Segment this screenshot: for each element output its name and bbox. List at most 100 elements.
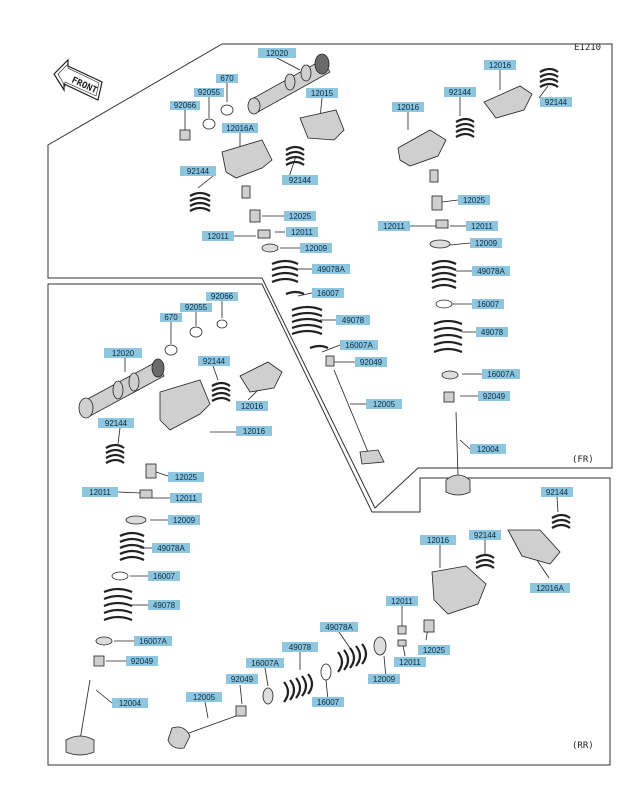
svg-text:16007: 16007 — [153, 572, 176, 581]
tag-12016-fr-b: 12016 — [484, 60, 516, 70]
rocker-arm-12016-left — [159, 361, 283, 431]
tag-92144-fr-b: 92144 — [540, 97, 572, 107]
tag-12020-top: 12020 — [258, 48, 296, 58]
spring-92144-fr-b — [539, 67, 559, 88]
tag-12011-top-a: 12011 — [202, 231, 234, 241]
svg-text:12016: 12016 — [241, 402, 264, 411]
tag-92144-rr-a: 92144 — [541, 487, 573, 497]
rocker-arm-12016A-top — [221, 139, 273, 199]
tag-12025-rr: 12025 — [418, 645, 450, 655]
tag-92066-left: 92066 — [206, 292, 238, 301]
tag-16007A-left: 16007A — [134, 636, 172, 646]
svg-text:16007A: 16007A — [139, 637, 167, 646]
svg-text:92144: 92144 — [545, 98, 568, 107]
rocker-arm-12016-fr-b — [483, 85, 533, 119]
svg-text:92144: 92144 — [449, 88, 472, 97]
tag-12016A-rr: 12016A — [530, 583, 570, 593]
tag-12005-mid: 12005 — [366, 399, 402, 409]
svg-text:12011: 12011 — [399, 658, 421, 667]
tag-92144-top-m: 92144 — [282, 175, 318, 185]
svg-text:670: 670 — [220, 74, 234, 83]
svg-text:49078A: 49078A — [157, 544, 185, 553]
tag-12016-left-b: 12016 — [236, 426, 272, 436]
svg-text:49078A: 49078A — [317, 265, 345, 274]
spring-92144-fr-a — [455, 117, 475, 138]
svg-text:49078: 49078 — [342, 316, 365, 325]
tag-12009-rr: 12009 — [368, 674, 400, 684]
svg-text:12025: 12025 — [289, 212, 312, 221]
lower-frame — [47, 283, 611, 766]
small-parts — [125, 104, 451, 647]
svg-text:12004: 12004 — [119, 699, 142, 708]
svg-text:12004: 12004 — [477, 445, 500, 454]
tag-49078A-fr: 49078A — [472, 266, 510, 276]
svg-text:12016: 12016 — [427, 536, 450, 545]
camshaft-lower — [78, 358, 165, 419]
tag-16007-left: 16007 — [148, 571, 180, 581]
valve-12004-fr — [445, 411, 471, 496]
tag-12025-left: 12025 — [168, 472, 204, 482]
spring-92144-top-mid — [285, 145, 305, 166]
svg-text:49078A: 49078A — [325, 623, 353, 632]
spring-92144-left-a — [211, 381, 231, 402]
rocker-arm-12015 — [299, 109, 345, 141]
spring-92144-rr-a — [551, 513, 571, 529]
svg-text:12005: 12005 — [373, 400, 396, 409]
svg-text:92144: 92144 — [474, 531, 497, 540]
svg-text:16007A: 16007A — [487, 370, 515, 379]
valve-springs-rr — [235, 636, 387, 717]
svg-text:12011: 12011 — [175, 494, 197, 503]
tag-49078-left: 49078 — [148, 600, 180, 610]
svg-text:12009: 12009 — [305, 244, 328, 253]
tag-12011-left-b: 12011 — [170, 493, 202, 503]
tag-92049-mid: 92049 — [355, 357, 387, 367]
tag-16007-mid: 16007 — [312, 288, 344, 298]
svg-text:12025: 12025 — [423, 646, 446, 655]
tag-12009-left: 12009 — [168, 515, 200, 525]
tag-12025-fr: 12025 — [458, 195, 490, 205]
svg-text:12011: 12011 — [391, 597, 413, 606]
tag-92144-left-a: 92144 — [198, 356, 230, 366]
svg-text:92144: 92144 — [187, 167, 210, 176]
tag-670-top: 670 — [216, 74, 238, 83]
rocker-arm-rr — [431, 529, 561, 615]
tag-92066-top: 92066 — [170, 101, 200, 110]
tag-12016-fr-a: 12016 — [392, 102, 424, 112]
svg-text:12020: 12020 — [266, 49, 289, 58]
rocker-arm-12016-fr-a — [397, 129, 447, 183]
tag-12011-fr-a: 12011 — [378, 221, 410, 231]
valve-springs-left — [93, 531, 145, 667]
tag-16007A-fr: 16007A — [482, 369, 520, 379]
tag-12009-fr: 12009 — [470, 238, 502, 248]
svg-text:49078: 49078 — [289, 643, 312, 652]
svg-text:12016: 12016 — [243, 427, 266, 436]
svg-text:12016: 12016 — [489, 61, 512, 70]
tag-12004-fr: 12004 — [470, 444, 506, 454]
svg-text:92066: 92066 — [174, 101, 197, 110]
tag-16007-rr: 16007 — [312, 697, 344, 707]
tag-12016-rr: 12016 — [420, 535, 456, 545]
tag-92049-fr: 92049 — [478, 391, 510, 401]
tag-16007A-mid: 16007A — [340, 340, 378, 350]
upper-frame — [47, 43, 613, 509]
svg-text:12016: 12016 — [397, 103, 420, 112]
svg-text:12009: 12009 — [373, 675, 396, 684]
tag-92144-rr-b: 92144 — [469, 530, 501, 540]
tag-49078-fr: 49078 — [476, 327, 508, 337]
svg-text:12009: 12009 — [475, 239, 498, 248]
tag-12015-top: 12015 — [306, 88, 338, 98]
valve-12005-rr — [167, 715, 237, 749]
section-label-fr: (FR) — [572, 455, 594, 465]
tag-92049-rr: 92049 — [226, 674, 258, 684]
tag-12005-rr: 12005 — [186, 692, 222, 702]
tag-12011-rr-a: 12011 — [386, 596, 418, 606]
tag-670-left: 670 — [160, 313, 182, 322]
svg-text:12011: 12011 — [383, 222, 405, 231]
svg-text:92049: 92049 — [231, 675, 254, 684]
svg-text:12011: 12011 — [291, 228, 313, 237]
tag-12016-left: 12016 — [236, 401, 268, 411]
tag-12025-top: 12025 — [284, 211, 316, 221]
tag-92055-left: 92055 — [180, 303, 212, 312]
spring-92144-top-left — [189, 191, 211, 212]
section-label-rr: (RR) — [572, 741, 594, 751]
